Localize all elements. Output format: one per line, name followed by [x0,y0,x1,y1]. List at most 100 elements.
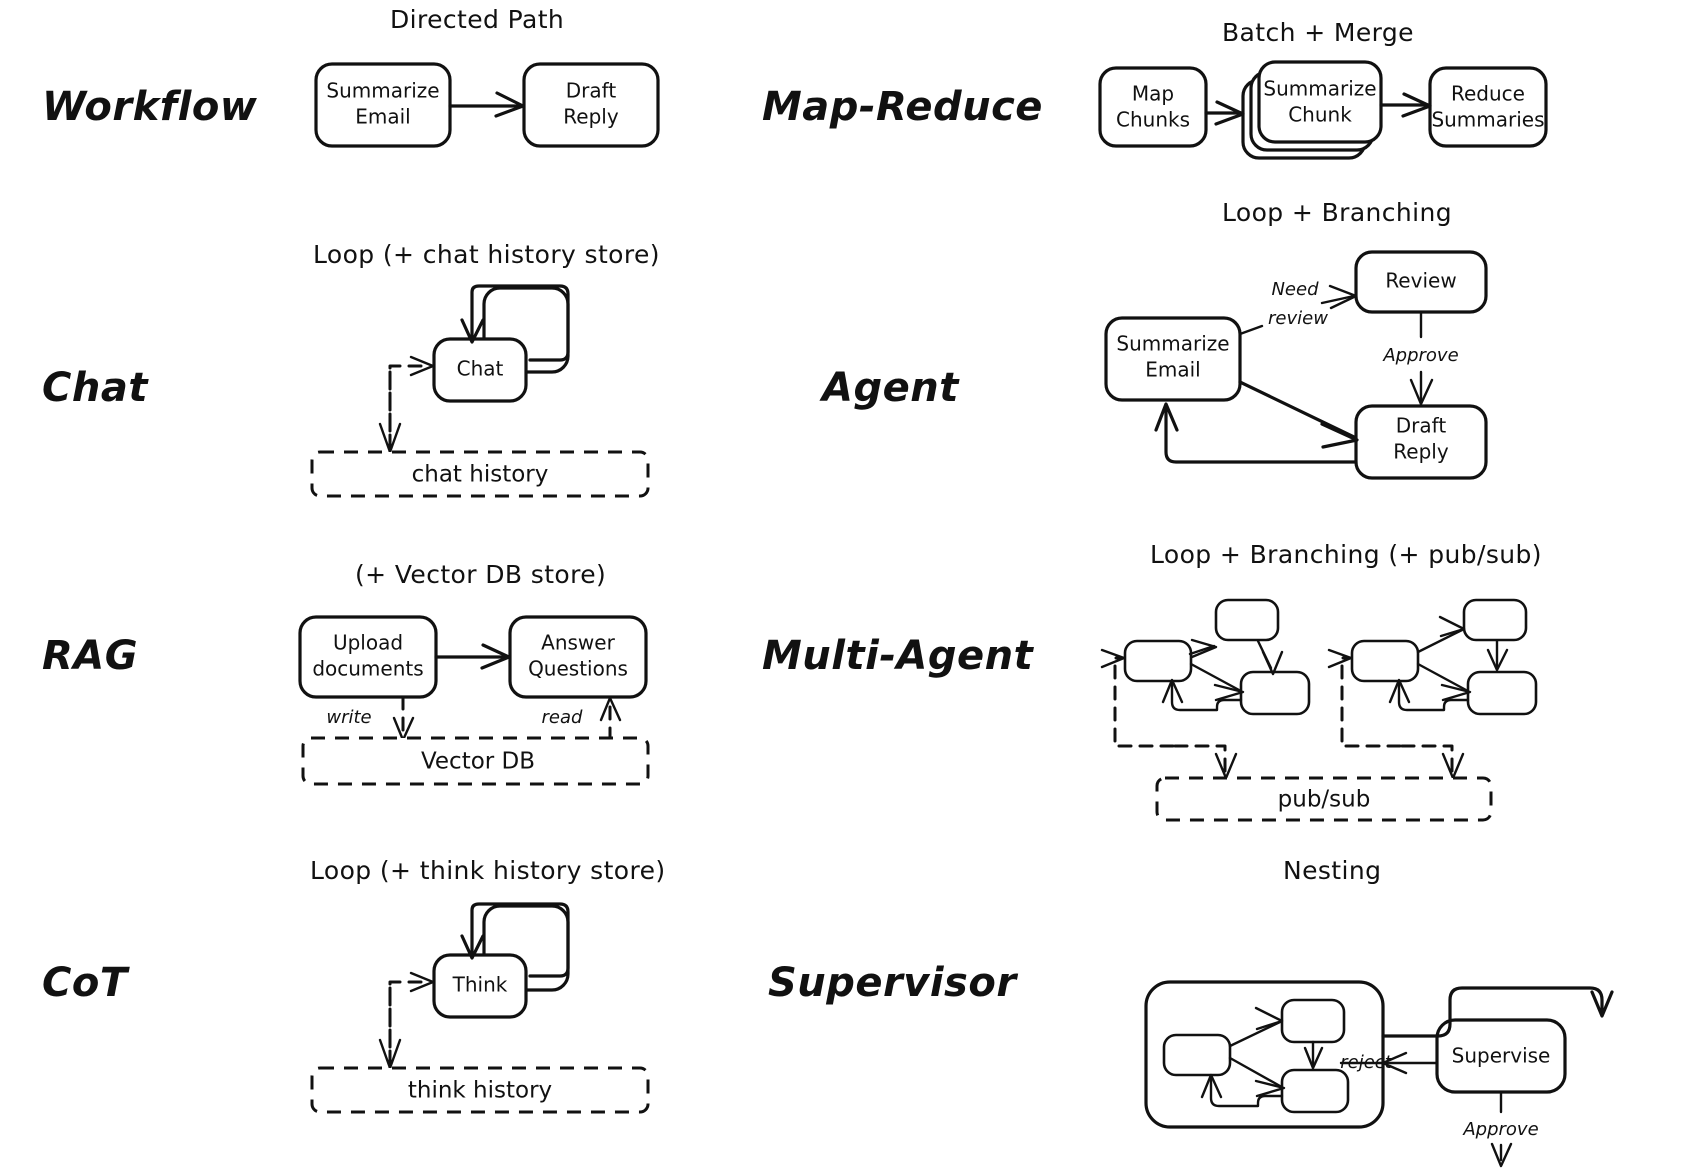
ma-b-node-top[interactable] [1462,598,1528,642]
ma-a-edge-right-to-left-loop [1170,681,1243,712]
ma-b-arrow-top-to-right [1486,648,1509,672]
ma-b-edge-left-to-right [1416,662,1468,692]
ma-a-arrow-pubsub-in [1100,648,1126,669]
node-think[interactable] [432,953,528,1019]
ma-a-arrow-top-to-right [1261,650,1284,676]
node-draft-reply-line1: Draft [566,79,617,103]
row-label-map-reduce: Map-Reduce [762,84,1043,130]
node-map-chunks[interactable] [1098,66,1208,148]
node-chat[interactable] [432,337,528,403]
store-vector-db-label: Vector DB [421,749,535,775]
ma-a-node-top[interactable] [1214,598,1280,642]
sup-arrow-left-to-top [1254,1006,1284,1031]
arrowhead-summarize-to-draft [494,91,525,118]
panel-workflow: Summarize Email Draft Reply [314,62,660,148]
caption-directed-path: Directed Path [390,5,565,34]
sup-node-left[interactable] [1162,1033,1232,1077]
store-pub-sub[interactable] [1155,776,1493,822]
ma-a-edge-pubsub-out [1173,744,1227,774]
edge-label-need-review-line2: review [1268,308,1328,329]
panel-agent: Summarize Email Review Draft Reply Need … [1104,250,1488,480]
store-think-history[interactable] [310,1066,650,1114]
node-summarize-chunk[interactable] [1257,60,1383,144]
node-agent-draft-line2: Reply [1393,440,1449,464]
ma-b-edge-left-to-top [1416,628,1464,654]
ma-b-arrow-left-to-top [1438,615,1466,638]
ma-a-node-left[interactable] [1123,639,1193,683]
store-pub-sub-label: pub/sub [1278,787,1371,813]
edge-think-history-to-think [388,980,432,1070]
sup-edge-bottom-to-left-loop [1209,1076,1284,1108]
sup-node-bottom[interactable] [1280,1068,1350,1114]
node-chat-label: Chat [457,357,504,381]
caption-vector-db-store: (+ Vector DB store) [355,560,607,589]
edge-think-self-loop [470,902,570,978]
panel-map-reduce: Map Chunks Summarize Chunk Reduce Summar… [1098,60,1548,160]
sup-arrow-bottom-to-left-loop [1200,1073,1223,1099]
ma-a-arrow-right-to-left-loop [1161,678,1184,704]
multi-agent-subgraph-b [1327,598,1538,780]
row-label-cot: CoT [42,960,128,1006]
store-think-history-label: think history [408,1078,552,1104]
ma-a-edge-pubsub-in [1113,656,1175,748]
arrowhead-review-to-draft [1409,378,1434,406]
sup-node-top[interactable] [1280,998,1346,1044]
panel-chat: Chat chat history [310,284,650,498]
node-agent-summarize-line1: Summarize [1116,332,1229,356]
caption-loop-branching: Loop + Branching [1222,198,1453,227]
arrowhead-summarize-to-review [1328,284,1358,310]
ma-b-arrow-left-to-right [1440,683,1472,702]
edge-summarize-to-draft [1238,380,1356,439]
edge-summarize-to-review-stub [1238,324,1264,336]
panel-multi-agent: pub/sub [1100,598,1538,822]
row-label-agent: Agent [822,365,959,411]
node-summarize-email-line2: Email [355,105,411,129]
arrowhead-summarize-to-draft [1320,422,1359,449]
arrowhead-think-self-loop [460,934,485,960]
edge-label-need-review-line1: Need [1271,279,1319,300]
arrowhead-map-to-chunk [1214,100,1245,126]
node-think-label: Think [452,973,508,997]
panel-cot: Think think history [310,902,650,1114]
ma-b-edge-pubsub-out [1400,744,1454,774]
edge-label-approve: Approve [1382,345,1458,366]
store-chat-history[interactable] [310,450,650,498]
node-reduce-summaries-line1: Reduce [1451,82,1525,106]
node-agent-summarize-email[interactable] [1104,316,1242,402]
ma-b-node-left[interactable] [1350,639,1420,683]
ma-b-node-right[interactable] [1466,670,1538,716]
node-map-chunks-line2: Chunks [1116,108,1190,132]
node-agent-draft-reply[interactable] [1354,404,1488,480]
caption-loop-think-history: Loop (+ think history store) [310,856,666,885]
node-review-label: Review [1385,269,1456,293]
node-summarize-chunk-line2: Chunk [1288,103,1352,127]
caption-nesting: Nesting [1283,856,1382,885]
store-vector-db[interactable] [301,736,650,786]
row-label-workflow: Workflow [42,84,258,130]
arrowhead-think-history-to-think [409,971,435,993]
row-label-chat: Chat [42,365,148,411]
caption-loop-branching-pubsub: Loop + Branching (+ pub/sub) [1150,540,1542,569]
node-agent-draft-line1: Draft [1396,414,1447,438]
sup-edge-left-to-top [1228,1020,1282,1048]
caption-batch-merge: Batch + Merge [1222,18,1414,47]
arrowhead-chat-self-loop [460,318,485,344]
multi-agent-subgraph-a [1100,598,1311,780]
edge-chat-self-loop [470,284,570,362]
arrowhead-subgraph-to-supervise [1590,990,1614,1018]
edge-label-approve-supervisor: Approve [1462,1119,1538,1140]
edge-label-write: write [326,707,371,728]
arrowhead-chat-history-to-chat [409,355,435,377]
caption-loop-chat-history: Loop (+ chat history store) [313,240,660,269]
node-summarize-email-line1: Summarize [326,79,439,103]
node-supervise-label: Supervise [1452,1044,1551,1068]
node-answer-line1: Answer [541,631,615,655]
edge-draft-to-summarize-loop [1164,406,1358,464]
ma-a-node-right[interactable] [1239,670,1311,716]
row-label-supervisor: Supervisor [768,960,1017,1006]
ma-b-edge-right-to-left-loop [1397,681,1470,712]
arrowhead-vector-db-to-answer [599,696,622,722]
edge-subgraph-to-supervise [1381,986,1604,1038]
